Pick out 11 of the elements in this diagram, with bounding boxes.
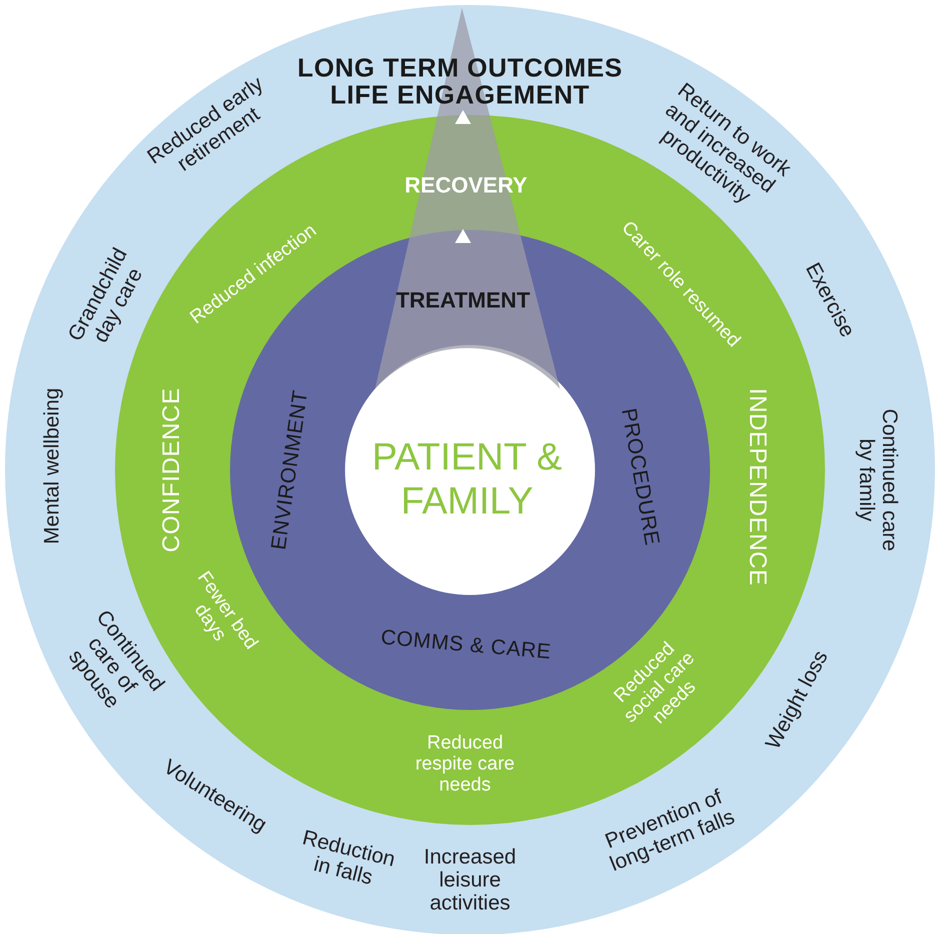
outcome-label: Mental wellbeing	[40, 386, 64, 546]
ring-heading: PATIENT & FAMILY	[370, 436, 564, 524]
ring-heading: TREATMENT	[394, 286, 532, 314]
outcome-label: Reduced respite care needs	[414, 734, 516, 796]
outcome-label: Continued care by family	[854, 408, 902, 554]
outcome-label: CONFIDENCE	[157, 386, 186, 554]
outcome-label: Increased leisure activities	[422, 845, 518, 915]
outcome-label: ENVIRONMENT	[266, 388, 314, 554]
outcome-label: COMMS & CARE	[378, 624, 554, 666]
ring-heading: LONG TERM OUTCOMES LIFE ENGAGEMENT	[296, 54, 624, 110]
outcome-label: INDEPENDENCE	[743, 387, 772, 588]
